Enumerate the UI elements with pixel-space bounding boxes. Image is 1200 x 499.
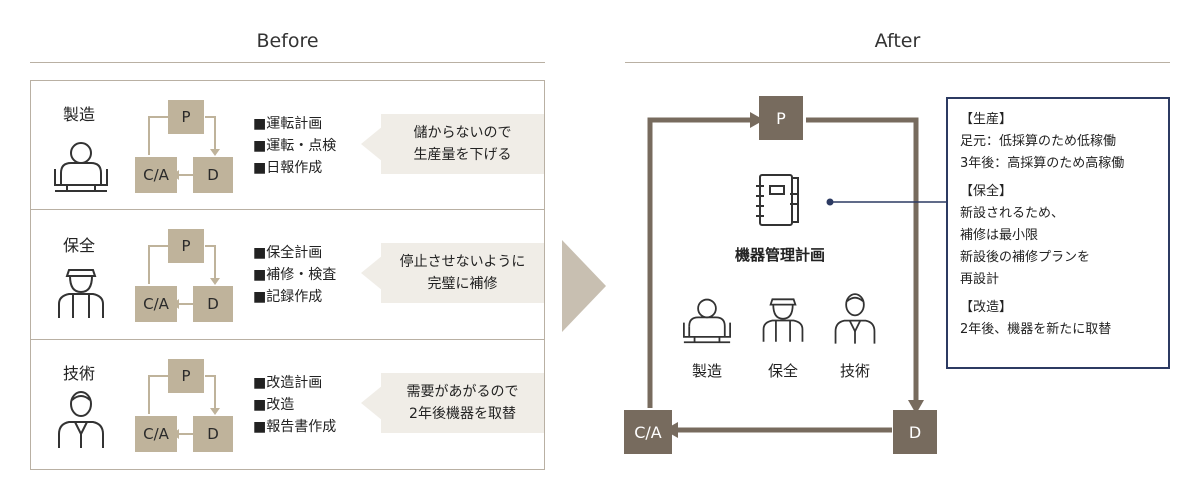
transition-arrow-icon <box>562 240 606 332</box>
plan-box: P <box>168 229 204 263</box>
role-label: 技術 <box>63 364 96 383</box>
note-section-maintenance: 【保全】 新設されるため、 補修は最小限 新設後の補修プランを 再設計 <box>960 181 1156 291</box>
task-item: ■日報作成 <box>253 160 323 176</box>
note-line: 2年後、機器を新たに取替 <box>960 322 1112 337</box>
note-line: 新設されるため、 <box>960 206 1065 221</box>
do-box: D <box>893 410 937 454</box>
plan-box: P <box>168 100 204 134</box>
task-list: ■運転計画 ■運転・点検 ■日報作成 <box>253 113 336 179</box>
bubble-pointer <box>361 385 383 421</box>
before-heading-rule <box>30 62 545 63</box>
task-item: ■運転計画 <box>253 116 323 132</box>
note-section-production: 【生産】 足元：低採算のため低稼働 3年後：高採算のため高稼働 <box>960 109 1156 175</box>
plan-box: P <box>168 359 204 393</box>
bubble-line: 需要があがるので <box>406 384 519 400</box>
engineer-icon <box>834 293 876 344</box>
speech-bubble: 需要があがるので 2年後機器を取替 <box>381 373 544 433</box>
role-label: 保全 <box>63 236 96 255</box>
note-section-title: 【改造】 <box>960 300 1013 315</box>
check-act-box: C/A <box>135 416 177 452</box>
note-connector <box>826 198 948 206</box>
before-row-manufacturing: 製造 <box>30 80 545 210</box>
do-box: D <box>193 286 233 322</box>
annotation-note: 【生産】 足元：低採算のため低稼働 3年後：高採算のため高稼働 【保全】 新設さ… <box>946 97 1170 369</box>
after-heading: After <box>874 30 921 52</box>
bubble-line: 儲からないので <box>413 125 512 141</box>
bubble-line: 停止させないように <box>399 254 526 270</box>
task-item: ■保全計画 <box>253 245 323 261</box>
check-act-box: C/A <box>135 157 177 193</box>
before-heading: Before <box>256 30 319 52</box>
note-section-title: 【生産】 <box>960 112 1013 127</box>
check-act-box: C/A <box>624 410 672 454</box>
task-list: ■保全計画 ■補修・検査 ■記録作成 <box>253 242 336 308</box>
check-act-box: C/A <box>135 286 177 322</box>
note-line: 3年後：高採算のため高稼働 <box>960 156 1125 171</box>
task-item: ■改造計画 <box>253 375 323 391</box>
task-item: ■記録作成 <box>253 289 323 305</box>
role-label: 保全 <box>767 362 798 380</box>
note-line: 補修は最小限 <box>960 228 1039 243</box>
center-title: 機器管理計画 <box>734 246 825 264</box>
note-section-title: 【保全】 <box>960 184 1013 199</box>
note-section-modification: 【改造】 2年後、機器を新たに取替 <box>960 297 1156 341</box>
speech-bubble: 停止させないように 完璧に補修 <box>381 243 544 303</box>
before-row-maintenance: 保全 P C/ <box>30 210 545 340</box>
task-item: ■改造 <box>253 397 295 413</box>
maintenance-worker-icon <box>762 298 804 342</box>
role-label: 技術 <box>839 362 870 380</box>
do-box: D <box>193 416 233 452</box>
pdca-mini: P C/A D <box>135 226 235 326</box>
speech-bubble: 儲からないので 生産量を下げる <box>381 114 544 174</box>
before-row-engineering: 技術 P <box>30 340 545 470</box>
bubble-line: 完璧に補修 <box>427 276 498 292</box>
bubble-line: 2年後機器を取替 <box>409 406 516 422</box>
note-line: 再設計 <box>960 272 1000 287</box>
bubble-pointer <box>361 126 383 162</box>
note-line: 足元：低採算のため低稼働 <box>960 134 1117 149</box>
pdca-mini: P C/A D <box>135 97 235 197</box>
task-item: ■運転・点検 <box>253 138 337 154</box>
note-line: 新設後の補修プランを <box>960 250 1091 265</box>
task-item: ■報告書作成 <box>253 419 337 435</box>
before-panel: 製造 <box>30 80 545 470</box>
maintenance-worker-icon <box>58 269 104 318</box>
binder-document-icon <box>756 174 799 226</box>
task-item: ■補修・検査 <box>253 267 337 283</box>
plan-box: P <box>759 96 803 140</box>
role-label: 製造 <box>63 105 96 124</box>
after-heading-rule <box>625 62 1170 63</box>
bubble-line: 生産量を下げる <box>413 147 512 163</box>
pdca-mini: P C/A D <box>135 356 235 456</box>
do-box: D <box>193 157 233 193</box>
bubble-pointer <box>361 255 383 291</box>
operator-at-desk-icon <box>54 142 108 192</box>
operator-at-desk-icon <box>683 298 731 344</box>
pdca-cycle-arrows <box>647 112 924 438</box>
engineer-icon <box>58 391 104 448</box>
role-label: 製造 <box>691 362 722 380</box>
task-list: ■改造計画 ■改造 ■報告書作成 <box>253 372 336 438</box>
